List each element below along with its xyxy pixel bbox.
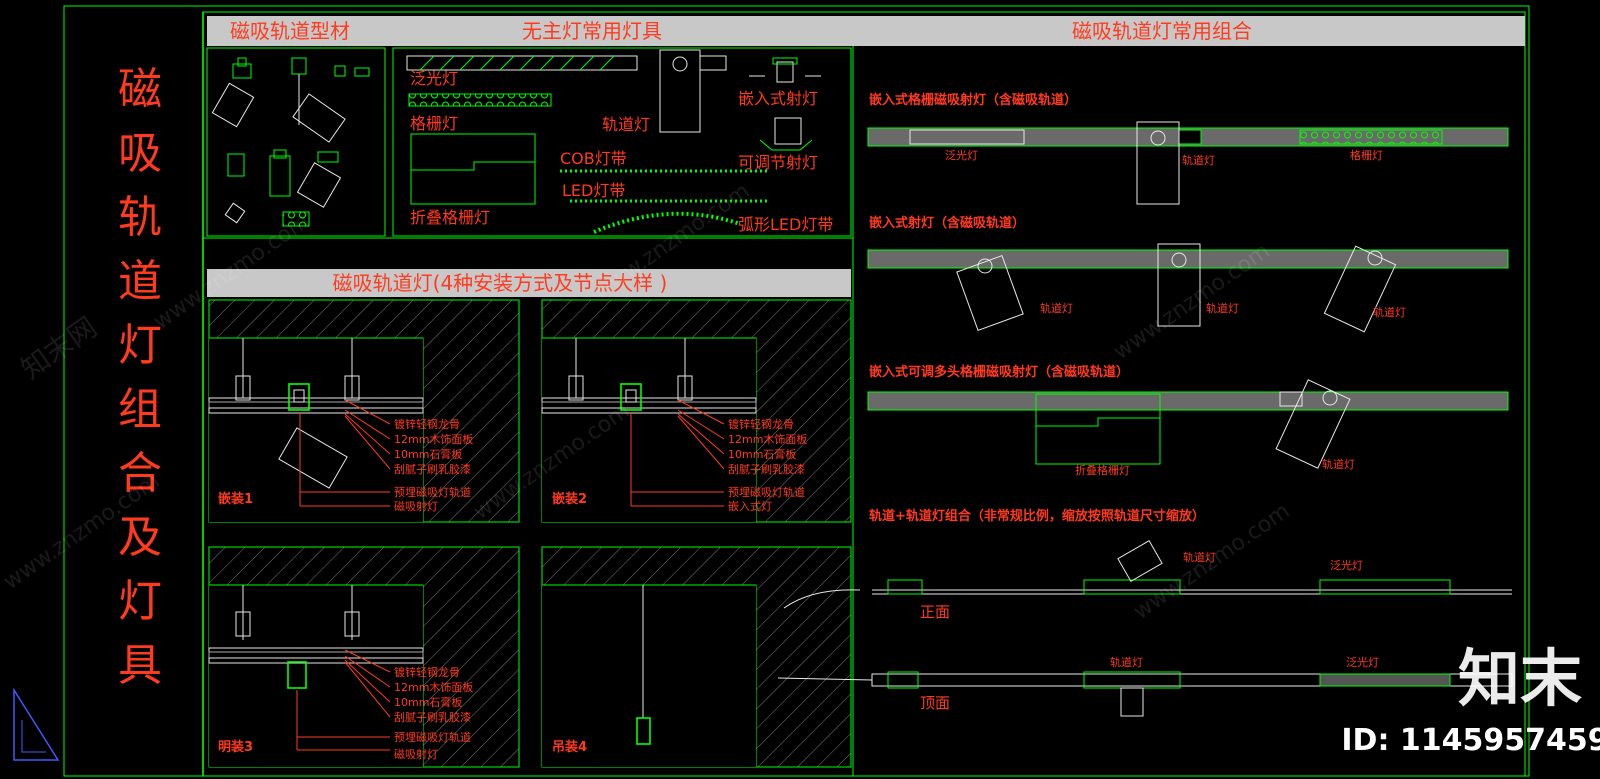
p3-note: 12mm木饰面板 [394, 680, 473, 694]
combo3-title: 嵌入式可调多头格栅磁吸射灯（含磁吸轨道） [869, 364, 1129, 380]
p1-note: 12mm木饰面板 [394, 432, 473, 446]
p1-note: 刮腻子刷乳胶漆 [394, 462, 471, 476]
vertical-title-char: 及 [118, 512, 162, 563]
vertical-title-char: 组 [118, 384, 162, 435]
id-watermark: ID: 1145957459 [1341, 723, 1600, 758]
header-install: 磁吸轨道灯(4种安装方式及节点大样 ) [333, 271, 668, 295]
combo1-label: 轨道灯 [1182, 153, 1215, 167]
combo2-title: 嵌入式射灯（含磁吸轨道） [869, 215, 1025, 231]
combo2-label: 轨道灯 [1373, 305, 1406, 319]
combo1-label: 泛光灯 [945, 148, 978, 162]
vertical-title-char: 灯 [118, 576, 162, 627]
fixtures-panel [392, 47, 852, 237]
vertical-title-char: 轨 [118, 192, 162, 243]
combo4-front [783, 540, 1512, 609]
combo4-top [777, 671, 1513, 717]
p3-note: 10mm石膏板 [394, 695, 462, 709]
p2-note: 镀锌轻钢龙骨 [728, 417, 794, 431]
install-panel-3 [208, 546, 520, 768]
top-header-band [207, 16, 1525, 46]
vertical-title-char: 灯 [118, 320, 162, 371]
combo3-label: 轨道灯 [1322, 457, 1355, 471]
install-header-band [207, 269, 851, 297]
front-view-label: 正面 [920, 603, 950, 621]
vertical-title-char: 吸 [118, 128, 162, 179]
p2-name: 嵌装2 [552, 491, 587, 507]
vertical-title: 磁 吸 轨 道 灯 组 合 及 灯 具 [118, 64, 162, 691]
p1-note: 镀锌轻钢龙骨 [394, 417, 460, 431]
front-label: 轨道灯 [1183, 550, 1216, 564]
label-track: 轨道灯 [602, 115, 650, 134]
combo3-track [867, 379, 1509, 469]
label-recessed-spot: 嵌入式射灯 [738, 89, 818, 108]
combo1-label: 格栅灯 [1350, 148, 1383, 162]
vertical-title-char: 道 [118, 256, 162, 307]
p1-note: 预埋磁吸灯轨道 [394, 485, 471, 499]
install-panel-4 [541, 546, 852, 768]
label-folding-grille: 折叠格栅灯 [410, 208, 490, 227]
label-grille: 格栅灯 [410, 114, 458, 133]
p3-note: 预埋磁吸灯轨道 [394, 730, 471, 744]
combo3-label: 折叠格栅灯 [1075, 463, 1130, 477]
combo2-label: 轨道灯 [1206, 301, 1239, 315]
p2-note: 10mm石膏板 [728, 447, 796, 461]
install-panel-1 [208, 299, 520, 523]
p3-note: 磁吸射灯 [394, 747, 438, 761]
install-panel-2 [541, 299, 852, 523]
top-label: 轨道灯 [1110, 655, 1143, 669]
p3-name: 明装3 [218, 739, 253, 755]
p2-note: 刮腻子刷乳胶漆 [728, 462, 805, 476]
p4-name: 吊装4 [552, 739, 587, 755]
fixtures-sketches [406, 49, 821, 234]
label-adjustable-spot: 可调节射灯 [738, 153, 818, 172]
combo1-title: 嵌入式格栅磁吸射灯（含磁吸轨道） [869, 92, 1077, 108]
p2-note: 12mm木饰面板 [728, 432, 807, 446]
header-profiles: 磁吸轨道型材 [230, 19, 350, 43]
label-flood: 泛光灯 [410, 69, 458, 88]
brand-watermark: 知末 [1458, 642, 1582, 715]
p3-note: 镀锌轻钢龙骨 [394, 665, 460, 679]
combo2-label: 轨道灯 [1040, 301, 1073, 315]
vertical-title-char: 磁 [118, 64, 162, 115]
combo2-track [867, 243, 1509, 333]
combo4-title: 轨道+轨道灯组合（非常规比例，缩放按照轨道尺寸缩放） [869, 508, 1205, 524]
p2-note: 嵌入式灯 [728, 500, 772, 513]
p2-note: 预埋磁吸灯轨道 [728, 485, 805, 499]
p1-note: 磁吸射灯 [394, 499, 438, 513]
front-label: 泛光灯 [1330, 558, 1363, 572]
profiles-sketches [211, 57, 370, 227]
label-led-strip: LED灯带 [562, 181, 625, 200]
top-label: 泛光灯 [1346, 655, 1379, 669]
p3-note: 刮腻子刷乳胶漆 [394, 710, 471, 724]
p1-name: 嵌装1 [218, 491, 253, 507]
top-view-label: 顶面 [920, 694, 950, 712]
header-fixtures: 无主灯常用灯具 [522, 19, 662, 43]
triangle-mark-icon [13, 687, 60, 761]
watermark-site: 知末网 [15, 311, 103, 386]
profiles-panel [206, 47, 386, 237]
label-cob-strip: COB灯带 [560, 149, 627, 168]
vertical-title-char: 具 [118, 640, 162, 691]
combo1-track [867, 121, 1509, 205]
header-combos: 磁吸轨道灯常用组合 [1072, 19, 1252, 43]
p1-note: 10mm石膏板 [394, 447, 462, 461]
label-arc-led: 弧形LED灯带 [738, 215, 833, 234]
vertical-title-char: 合 [118, 448, 162, 499]
